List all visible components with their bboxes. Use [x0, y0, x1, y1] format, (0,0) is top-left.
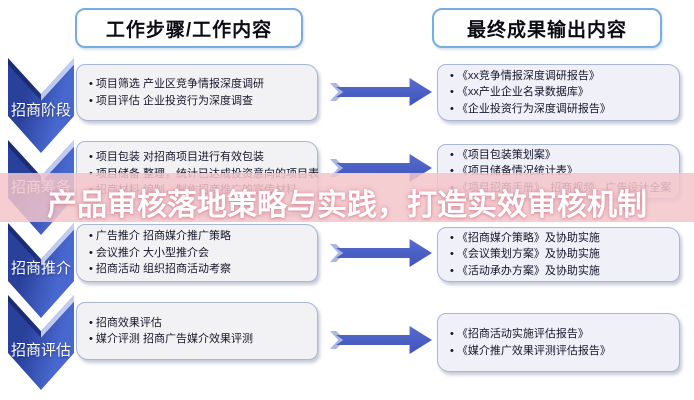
column-header-work-steps-label: 工作步骤/工作内容: [105, 19, 273, 41]
work-steps-box-1: 项目筛选 产业区竞争情报深度调研 项目评估 企业投资行为深度调查: [76, 64, 318, 121]
work-steps-box-4: 招商效果评估 媒介评测 招商广告媒介效果评测: [76, 302, 318, 360]
outputs-box-1: 《xx竞争情报深度调研报告》 《xx产业企业名录数据库》 《企业投资行为深度调研…: [437, 64, 680, 121]
output-item: 《xx产业企业名录数据库》: [450, 84, 671, 101]
flow-arrow-4: [330, 322, 432, 358]
step-item: 招商活动 组织招商活动考察: [89, 261, 309, 278]
arrow-body: [336, 325, 432, 355]
outputs-box-4: 《招商活动实施评估报告》 《媒介推广效果评测评估报告》: [437, 313, 680, 372]
output-item: 《招商媒介策略》及协助实施: [450, 230, 671, 247]
stage-label-3: 招商推介: [10, 260, 71, 277]
output-item: 《媒介推广效果评测评估报告》: [450, 343, 671, 360]
watermark-title: 产品审核落地策略与实践，打造实效审核机制: [47, 188, 647, 222]
outputs-box-3: 《招商媒介策略》及协助实施 《会议策划方案》及协助实施 《活动承办方案》及协助实…: [437, 227, 680, 282]
column-header-final-outputs: 最终成果输出内容: [432, 8, 662, 48]
step-item: 会议推介 大小型推介会: [89, 245, 309, 262]
output-item: 《xx竞争情报深度调研报告》: [450, 68, 671, 85]
step-item: 项目包装 对招商项目进行有效包装: [89, 149, 309, 166]
stage-label-1: 招商阶段: [10, 102, 71, 119]
arrow-body: [336, 77, 432, 107]
arrow-body: [336, 238, 432, 268]
step-item: 媒介评测 招商广告媒介效果评测: [89, 331, 309, 348]
flow-arrow-3: [330, 235, 432, 271]
step-item: 项目筛选 产业区竞争情报深度调研: [89, 76, 309, 93]
column-header-work-steps: 工作步骤/工作内容: [75, 8, 303, 48]
work-steps-box-3: 广告推介 招商媒介推广策略 会议推介 大小型推介会 招商活动 组织招商活动考察: [76, 224, 318, 282]
output-item: 《会议策划方案》及协助实施: [450, 246, 671, 263]
column-header-final-outputs-label: 最终成果输出内容: [466, 19, 627, 41]
output-item: 《企业投资行为深度调研报告》: [450, 101, 671, 118]
output-item: 《活动承办方案》及协助实施: [450, 263, 671, 280]
output-item: 《项目包装策划案》: [450, 147, 671, 164]
watermark-banner: 产品审核落地策略与实践，打造实效审核机制: [0, 173, 694, 222]
step-item: 广告推介 招商媒介推广策略: [89, 228, 309, 245]
step-item: 项目评估 企业投资行为深度调查: [89, 93, 309, 110]
stage-label-4: 招商评估: [10, 342, 71, 359]
step-item: 招商效果评估: [89, 315, 309, 332]
flow-arrow-1: [330, 74, 432, 110]
output-item: 《招商活动实施评估报告》: [450, 326, 671, 343]
